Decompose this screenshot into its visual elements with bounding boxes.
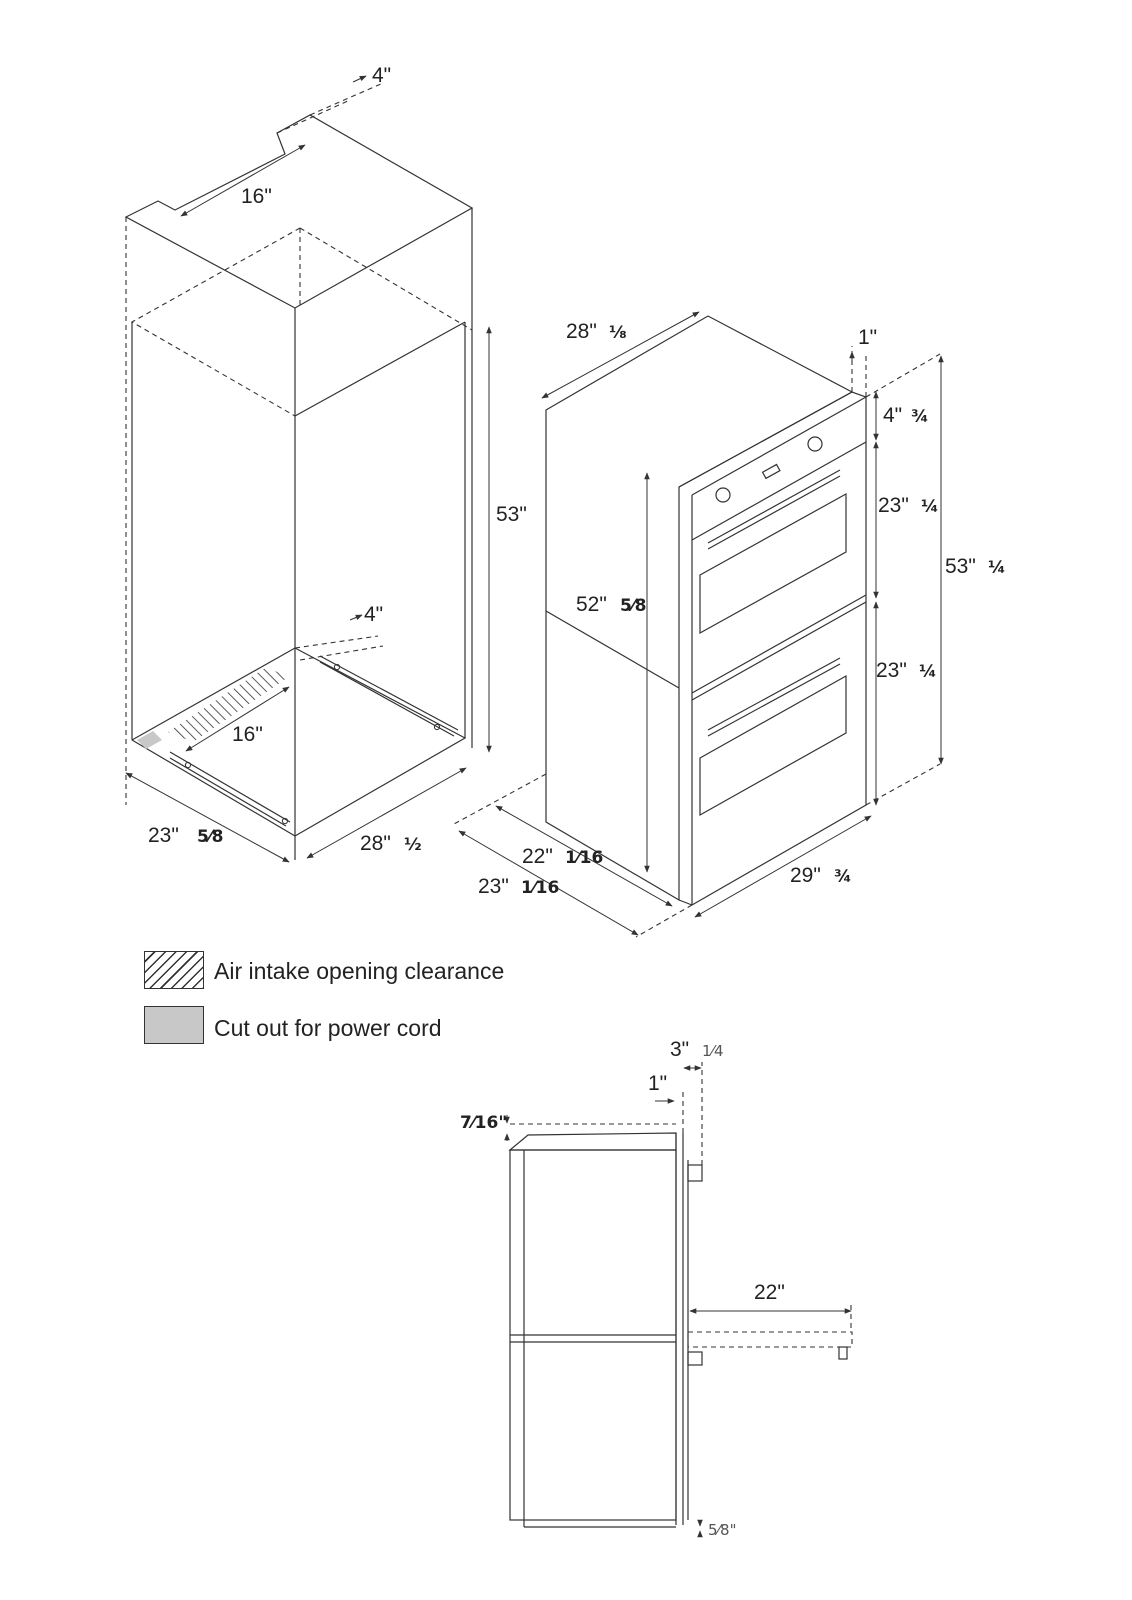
oven-front-width-fraction: ¾ — [834, 867, 852, 887]
oven-total-depth-label: 23" — [478, 875, 509, 898]
oven-upper-height-fraction: ¼ — [921, 497, 939, 517]
air-intake-hatch — [168, 668, 290, 742]
side-handle-depth-label: 3" — [670, 1038, 689, 1061]
legend-hatch-swatch — [144, 951, 204, 989]
oven-body-depth-fraction: 1⁄16 — [565, 848, 603, 868]
side-door-offset-label: 1" — [648, 1072, 667, 1095]
oven-total-depth-fraction: 1⁄16 — [521, 878, 559, 898]
oven-trim-label: 1" — [858, 326, 877, 349]
side-door-open-label: 22" — [754, 1281, 785, 1304]
cabinet-top-depth-label: 4" — [372, 64, 391, 87]
legend-power-cord-swatch — [144, 1006, 204, 1044]
cabinet-width-fraction: ½ — [404, 835, 422, 855]
oven-control-panel-fraction: ¾ — [911, 407, 929, 427]
cabinet-cutout-drawing: 4" 16" 53" 4" 16" 23" 5⁄8 28" ½ — [124, 64, 527, 863]
cabinet-depth-label: 23" — [148, 824, 179, 847]
oven-top-width-label: 28" — [566, 320, 597, 343]
cabinet-top-width-label: 16" — [241, 185, 272, 208]
cabinet-height-label: 53" — [496, 503, 527, 526]
oven-total-height-label: 53" — [945, 555, 976, 578]
legend-power-cord-text: Cut out for power cord — [214, 1015, 442, 1041]
oven-top-width-fraction: ⅛ — [609, 323, 627, 343]
cabinet-width-label: 28" — [360, 832, 391, 855]
cabinet-bottom-width-label: 16" — [232, 723, 263, 746]
oven-upper-height-label: 23" — [878, 494, 909, 517]
oven-body-height-fraction: 5⁄8 — [620, 596, 647, 616]
oven-body-depth-label: 22" — [522, 845, 553, 868]
power-cord-cutout — [137, 731, 162, 749]
legend-air-intake-text: Air intake opening clearance — [214, 958, 505, 984]
oven-lower-height-label: 23" — [876, 659, 907, 682]
oven-control-panel-label: 4" — [883, 404, 902, 427]
cabinet-depth-fraction: 5⁄8 — [197, 827, 224, 847]
oven-total-height-fraction: ¼ — [988, 558, 1006, 578]
side-handle-depth-fraction: 1⁄4 — [702, 1042, 724, 1060]
cabinet-bottom-depth-label: 4" — [364, 603, 383, 626]
oven-side-view-drawing: 3" 1⁄4 1" 7⁄16" 22" 5⁄8" — [460, 1038, 853, 1539]
side-top-gap-label: 7⁄16" — [460, 1113, 507, 1133]
oven-lower-height-fraction: ¼ — [919, 662, 937, 682]
oven-body-height-label: 52" — [576, 593, 607, 616]
oven-front-width-label: 29" — [790, 864, 821, 887]
side-bottom-gap-label: 5⁄8" — [708, 1521, 737, 1539]
oven-isometric-drawing: 28" ⅛ 1" 4" ¾ 23" ¼ 23" ¼ 53" ¼ 52" 5⁄8 … — [453, 311, 1006, 938]
